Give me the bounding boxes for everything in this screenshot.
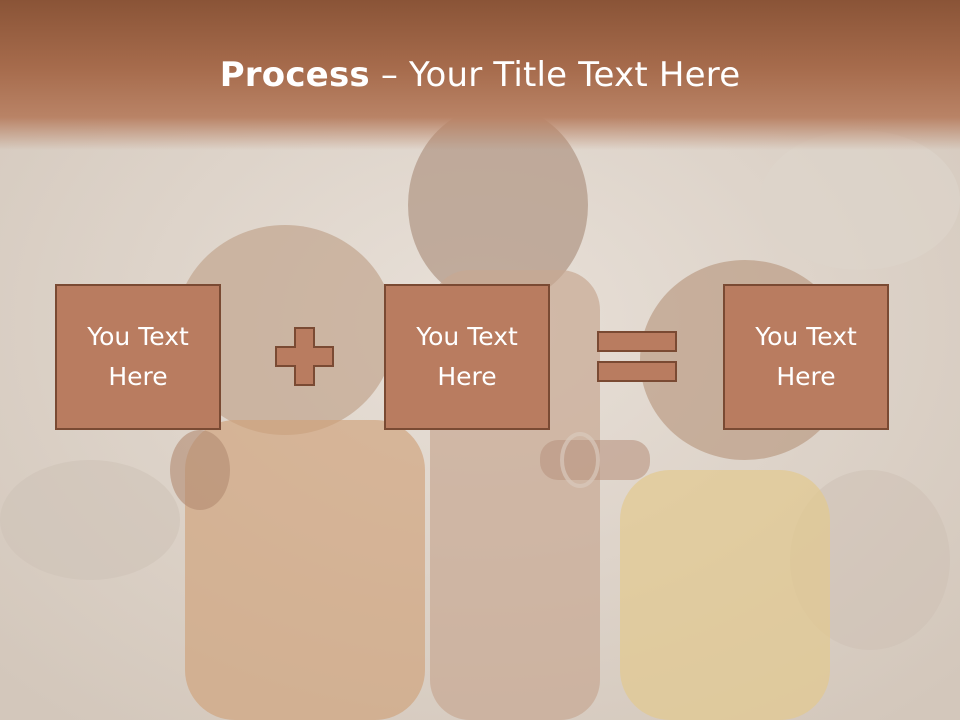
equals-icon [597,331,677,382]
text-box-2-label: You Text Here [416,322,518,391]
text-box-3[interactable]: You Text Here [723,284,889,430]
text-box-1-label: You Text Here [87,322,189,391]
title-bold: Process [219,55,370,95]
plus-icon [275,327,334,386]
text-box-3-label: You Text Here [755,322,857,391]
title-band [0,0,960,150]
title-rest: – Your Title Text Here [369,55,741,95]
page-title: Process – Your Title Text Here [0,52,960,98]
text-box-2[interactable]: You Text Here [384,284,550,430]
text-box-1[interactable]: You Text Here [55,284,221,430]
